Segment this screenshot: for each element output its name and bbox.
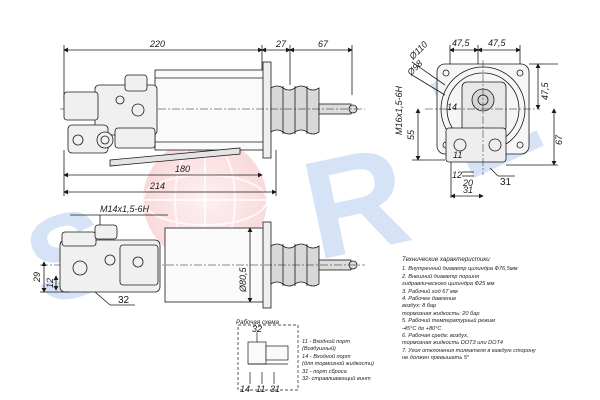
port-label-32: 32 xyxy=(118,295,130,306)
port-legend: 11 - Входной порт (Воздушный) 14 - Входн… xyxy=(302,339,412,383)
spec-line: тормозная жидкость DOT3 или DOT4 xyxy=(402,340,504,347)
port-label-14: 14 xyxy=(447,102,457,112)
spec-line: 3. Рабочий ход 67 мм xyxy=(402,288,458,295)
legend-line: 31 - порт сброса xyxy=(302,368,347,375)
end-view: 47,5 47,5 Ø110 Ø98 M16x1,5-6H 55 47,5 xyxy=(394,38,564,199)
thread-m14: M14x1,5-6H xyxy=(100,204,150,214)
dim-d80-5: Ø80,5 xyxy=(238,266,248,293)
spec-line: воздух: 8 бар xyxy=(402,303,437,310)
dim-47-5-right: 47,5 xyxy=(488,38,507,48)
spec-line: не должен превышать 5° xyxy=(402,355,470,362)
top-view: 220 27 67 xyxy=(60,39,365,196)
legend-line: (для тормозной жидкости) xyxy=(302,361,374,368)
dim-47-5-vertical: 47,5 xyxy=(540,81,550,100)
dim-12-end: 12 xyxy=(452,170,462,180)
scheme-port-31: 31 xyxy=(270,384,280,394)
legend-line: (Воздушный) xyxy=(302,346,336,353)
bottom-view: M14x1,5-6H Ø80,5 29 12 xyxy=(32,204,365,309)
dim-29: 29 xyxy=(32,272,42,283)
working-scheme: 32 14 11 31 xyxy=(237,324,299,394)
spec-line: 6. Рабочая среда: воздух, xyxy=(402,333,469,340)
scheme-valve-box xyxy=(247,341,267,365)
spec-line: 7. Угол отклонения толкателя в каждую ст… xyxy=(402,347,536,354)
thread-m16: M16x1,5-6H xyxy=(394,85,404,135)
spec-line: 1. Внутренний диаметр цилиндра Ф76,5мм xyxy=(402,266,518,273)
cylinder-body xyxy=(154,69,266,151)
legend-line: 11 - Входной порт xyxy=(302,339,351,345)
spec-line: гидравлического цилиндра Ф25 мм xyxy=(402,281,495,288)
spec-line: 4. Рабочее давление xyxy=(402,296,457,303)
dim-55: 55 xyxy=(406,129,416,140)
dim-47-5-left: 47,5 xyxy=(452,38,471,48)
dim-67: 67 xyxy=(318,39,329,49)
dim-67-vertical: 67 xyxy=(554,134,564,145)
port-label-11: 11 xyxy=(453,150,462,160)
spec-line: -45°С до +80°С xyxy=(402,325,442,332)
legend-line: 32- стравливающий винт xyxy=(302,376,371,383)
scheme-title: Рабочая схема xyxy=(236,319,279,326)
dim-180: 180 xyxy=(175,164,190,174)
dim-20-end: 20 xyxy=(462,178,473,188)
specs-title: Технические характеристики xyxy=(402,256,490,263)
dim-31-end: 31 xyxy=(463,185,473,195)
port-label-31: 31 xyxy=(500,177,512,188)
scheme-port-32: 32 xyxy=(252,324,262,334)
dim-27: 27 xyxy=(275,39,287,49)
scheme-port-11: 11 xyxy=(256,384,265,394)
scheme-port-14: 14 xyxy=(240,384,250,394)
spec-line: тормозная жидкость: 20 бар xyxy=(402,310,480,317)
mount-flange xyxy=(262,61,272,159)
spec-line: 5. Рабочий температурный режим xyxy=(402,318,495,325)
dim-214: 214 xyxy=(149,181,165,191)
dim-12-bottom: 12 xyxy=(45,278,55,288)
technical-specs: Технические характеристики 1. Внутренний… xyxy=(402,256,598,363)
rubber-boot xyxy=(270,85,320,135)
legend-line: 14 - Входной порт xyxy=(302,353,351,360)
spec-line: 2. Внешний диаметр поршня xyxy=(402,273,480,280)
dim-220: 220 xyxy=(149,39,165,49)
valve-assembly xyxy=(63,74,158,154)
